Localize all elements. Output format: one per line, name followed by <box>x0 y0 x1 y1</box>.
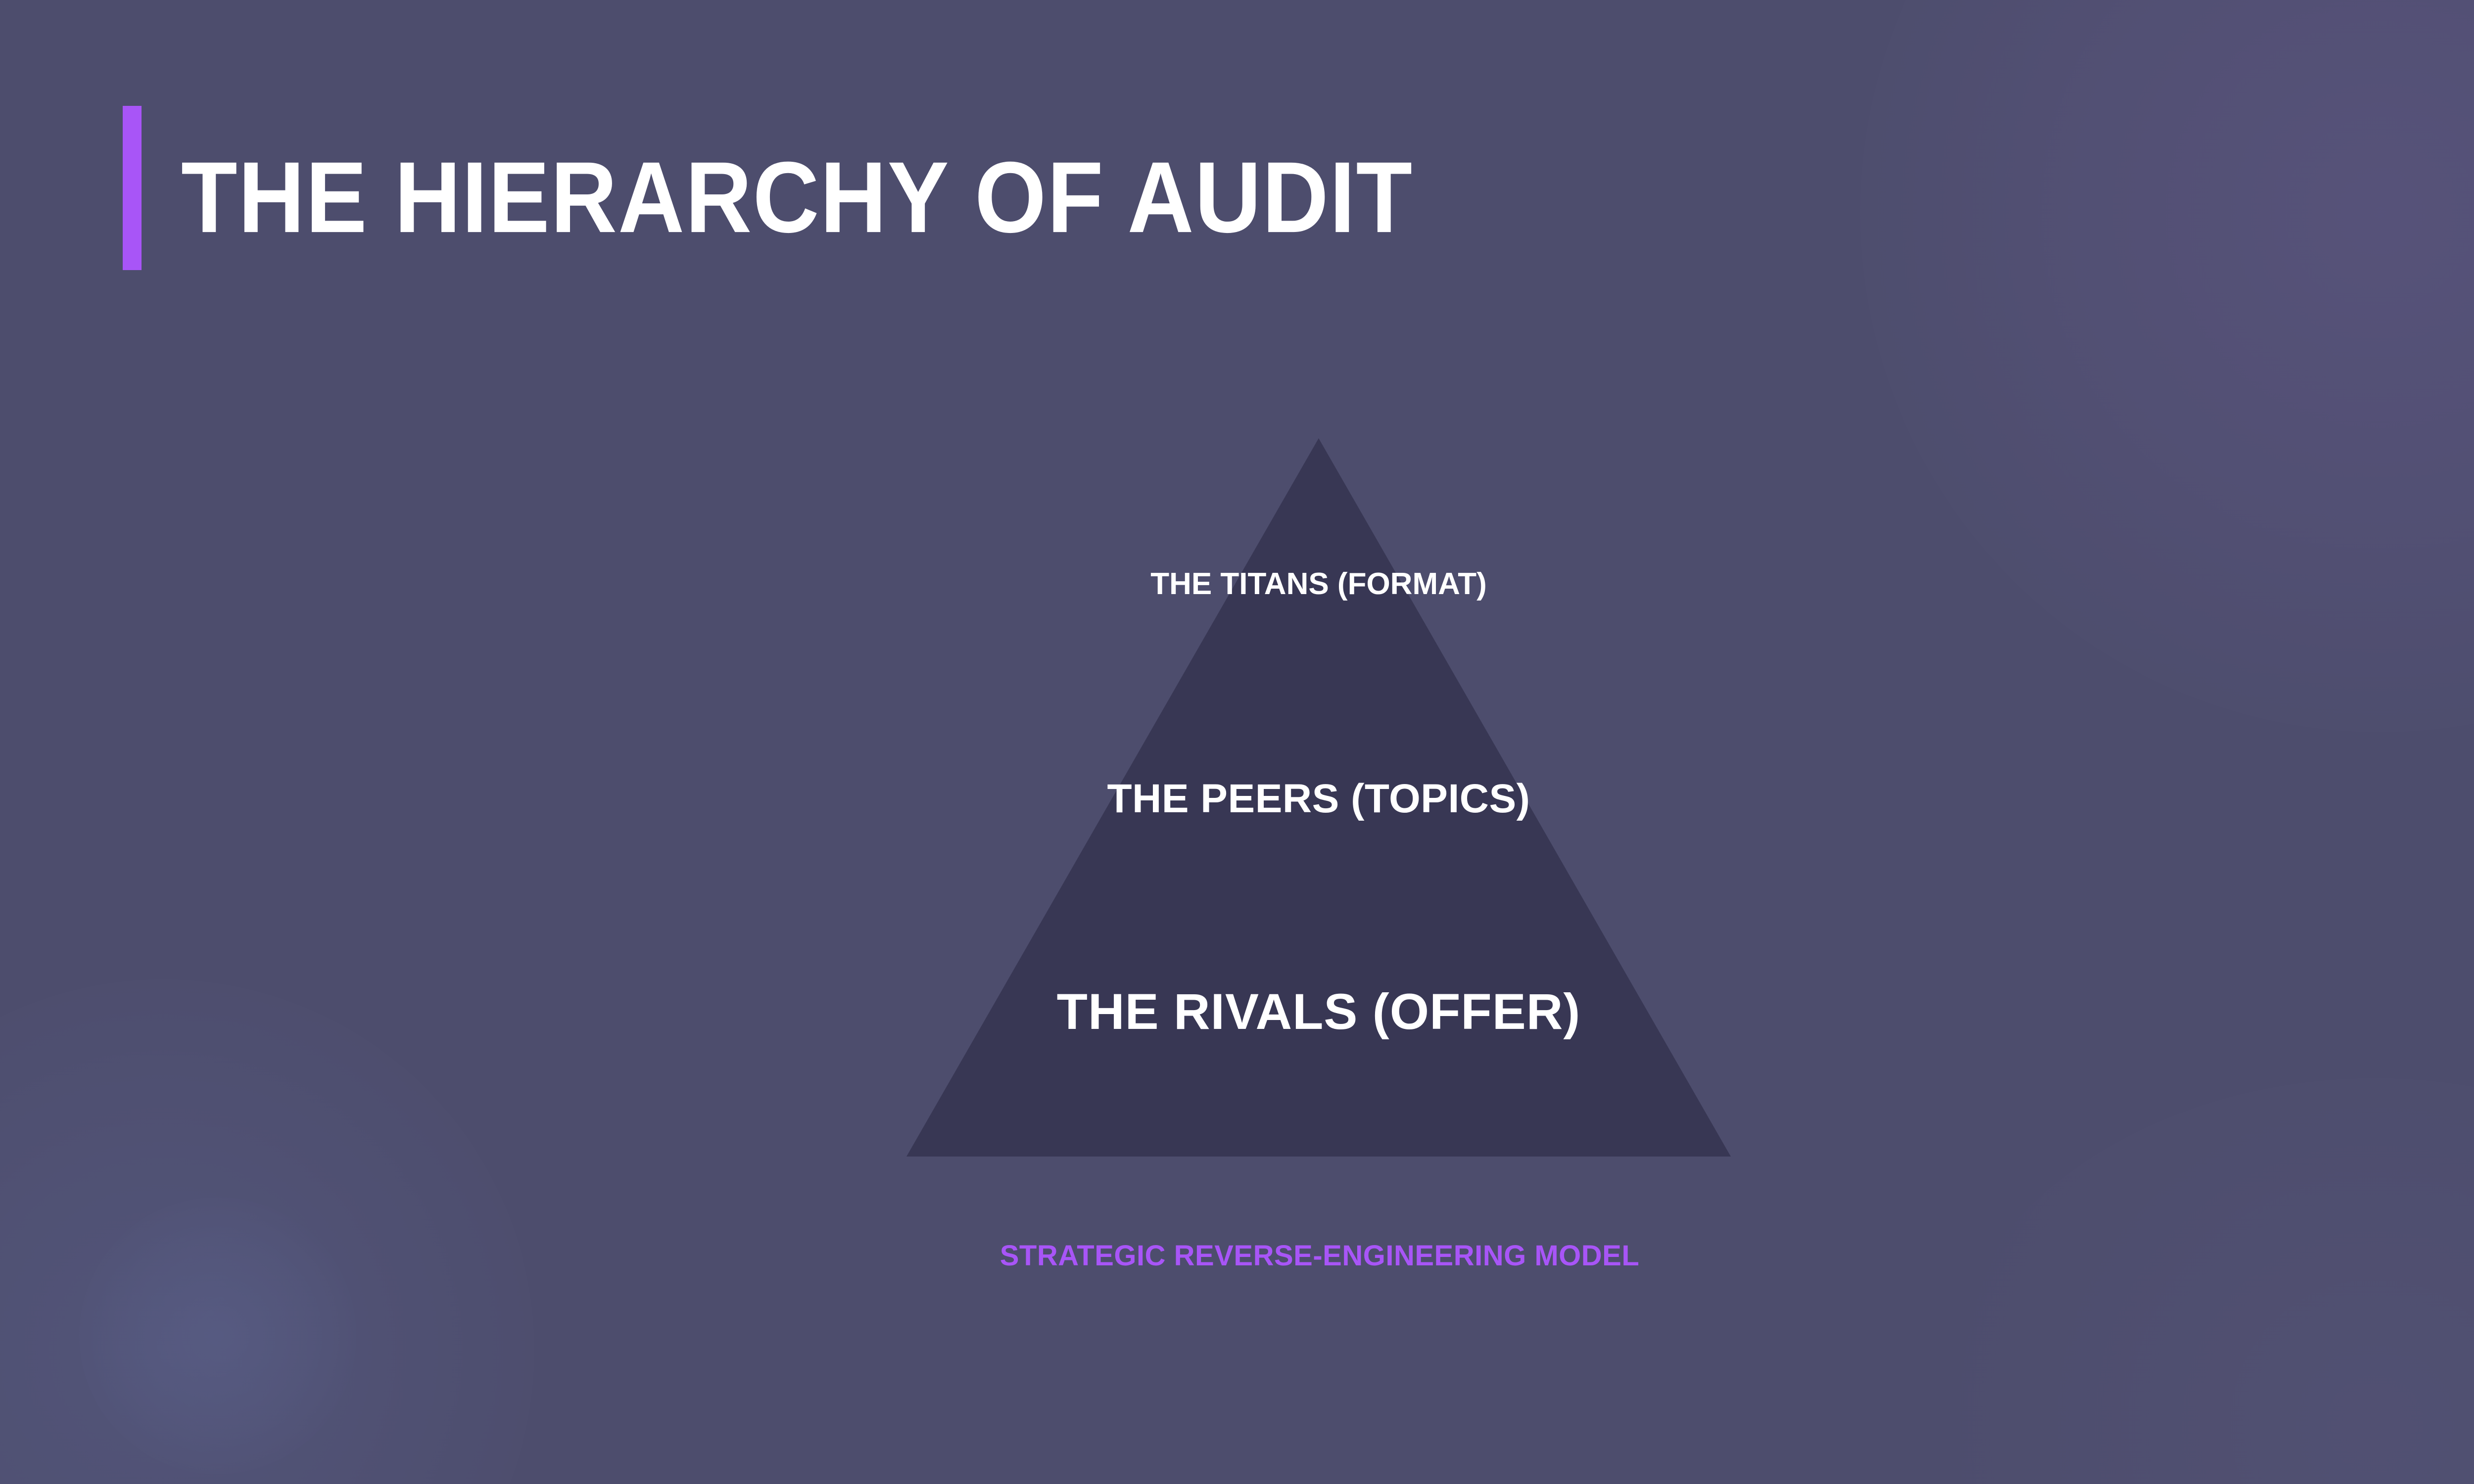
accent-bar <box>123 106 142 270</box>
pyramid-tier-label-top: THE TITANS (FORMAT) <box>1150 567 1487 601</box>
model-caption: STRATEGIC REVERSE-ENGINEERING MODEL <box>999 1240 1640 1272</box>
pyramid-diagram: THE TITANS (FORMAT) THE PEERS (TOPICS) T… <box>906 438 1731 1157</box>
page-title: THE HIERARCHY OF AUDIT <box>181 141 1413 254</box>
background-glow-bottom-left <box>0 979 534 1484</box>
pyramid-tier-label-bottom: THE RIVALS (OFFER) <box>1056 983 1581 1040</box>
title-block: THE HIERARCHY OF AUDIT <box>123 104 1506 270</box>
background-glow-bottom-left-core <box>79 1197 356 1474</box>
pyramid-tier-label-middle: THE PEERS (TOPICS) <box>1107 776 1530 821</box>
background-glow-top-right <box>1860 0 2474 732</box>
background-glow-bottom-right <box>1930 1078 2474 1484</box>
